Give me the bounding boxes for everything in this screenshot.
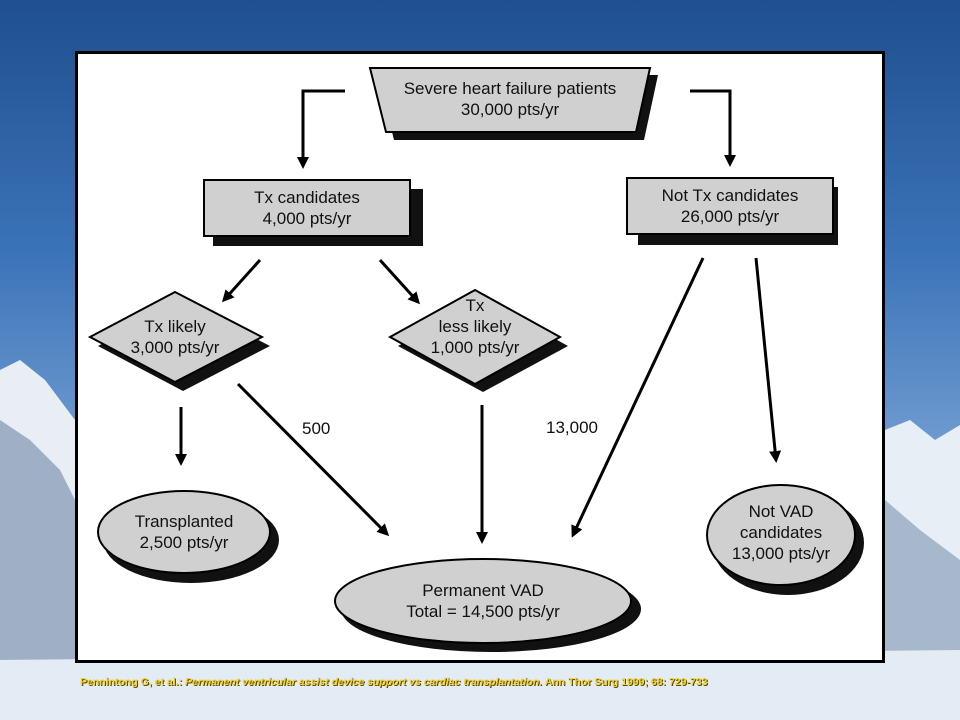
tx-candidates-shape (203, 179, 411, 237)
arrow-tx-to-likely (221, 258, 262, 303)
transplanted-title: Transplanted (134, 512, 234, 531)
tx-less-likely-line1: Tx (465, 296, 485, 315)
tx-likely-node: Tx likely 3,000 pts/yr (100, 316, 250, 358)
transplanted-node: Transplanted 2,500 pts/yr (108, 511, 260, 553)
diagram-frame: Severe heart failure patients 30,000 pts… (75, 51, 885, 663)
severe-count: 30,000 pts/yr (460, 100, 560, 119)
severe-node: Severe heart failure patients 30,000 pts… (378, 78, 642, 120)
permanent-vad-node: Permanent VAD Total = 14,500 pts/yr (358, 580, 608, 622)
arrow-not-tx-to-vad (571, 257, 705, 538)
flowchart-panel: Severe heart failure patients 30,000 pts… (78, 54, 882, 660)
transplanted-shape (97, 490, 271, 574)
tx-likely-shape (87, 290, 265, 384)
tx-less-likely-node: Tx less likely 1,000 pts/yr (400, 295, 550, 358)
not-tx-candidates-count: 26,000 pts/yr (680, 207, 780, 226)
tx-less-likely-shape (387, 288, 563, 386)
not-vad-candidates-shape (706, 484, 856, 586)
arrow-severe-to-not-tx (690, 89, 736, 167)
not-vad-count: 13,000 pts/yr (731, 544, 831, 563)
not-vad-candidates-node: Not VAD candidates 13,000 pts/yr (711, 501, 851, 564)
not-tx-candidates-shape (626, 177, 834, 235)
tx-likely-title: Tx likely (144, 317, 206, 336)
tx-candidates-count: 4,000 pts/yr (262, 209, 352, 228)
tx-less-likely-line2: less likely (438, 317, 512, 336)
arrow-not-tx-to-not-vad (754, 257, 782, 463)
arrow-tx-to-less-likely (378, 258, 421, 305)
citation-title: Permanent ventricular assist device supp… (185, 676, 543, 688)
tx-less-likely-count: 1,000 pts/yr (430, 338, 520, 357)
arrow-likely-to-vad (236, 382, 390, 537)
tx-candidates-node: Tx candidates 4,000 pts/yr (204, 187, 410, 229)
not-vad-line1: Not VAD (748, 502, 814, 521)
tx-candidates-title: Tx candidates (254, 188, 360, 207)
not-vad-line2: candidates (739, 523, 823, 542)
citation: Pennintong G, et al.: Permanent ventricu… (80, 676, 880, 688)
citation-journal: Ann Thor Surg 1999; 68: 729-733 (544, 676, 708, 688)
permanent-vad-title: Permanent VAD (422, 581, 544, 600)
edge-label-13000: 13,000 (546, 418, 598, 437)
not-tx-candidates-node: Not Tx candidates 26,000 pts/yr (627, 185, 833, 227)
edge-label-500: 500 (302, 419, 331, 438)
citation-authors: Pennintong G, et al.: (80, 676, 183, 688)
transplanted-count: 2,500 pts/yr (139, 533, 229, 552)
severe-node-shape (368, 67, 652, 133)
permanent-vad-shape (334, 558, 632, 644)
tx-likely-count: 3,000 pts/yr (130, 338, 220, 357)
arrow-severe-to-tx (297, 89, 345, 169)
not-tx-candidates-title: Not Tx candidates (661, 186, 799, 205)
severe-title: Severe heart failure patients (403, 79, 617, 98)
permanent-vad-total: Total = 14,500 pts/yr (406, 602, 560, 621)
